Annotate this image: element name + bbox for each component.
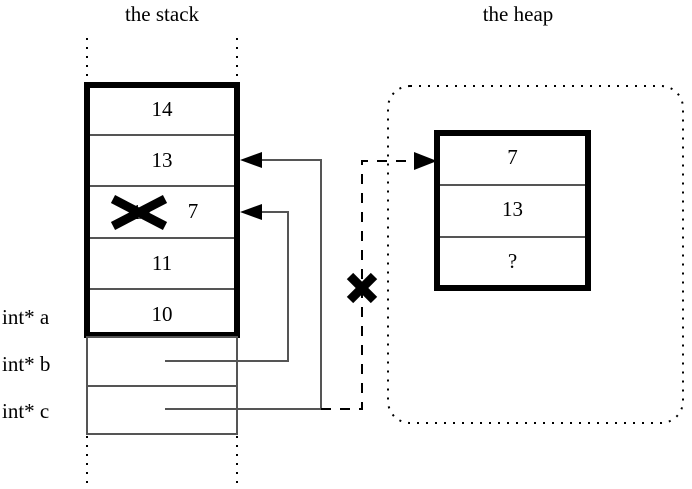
stack-cell-value-2-old: 12 [131,200,153,224]
pointer-c-arrowhead [240,152,262,168]
heap-boundary [387,85,684,424]
dangling-pointer-arrowhead [414,152,437,170]
pointer-c-arrow [165,159,322,410]
stack-cell-value-1: 13 [151,148,173,172]
stack-variable-label-b: int* b [2,352,51,376]
dangling-pointer-dashed [321,160,424,410]
stack-variable-label-a: int* a [2,305,50,329]
heap-cell-dividers [440,184,585,238]
stack-cell-dividers [90,134,234,290]
pointer-b-arrow [165,211,289,362]
stack-pointer-cells [86,336,238,435]
stack-heading: the stack [124,2,200,26]
stack-guides-bottom [86,436,238,489]
stack-variable-label-c: int* c [2,399,50,423]
stack-cell-value-4: 10 [151,302,173,326]
heap-cell-value-2: ? [507,249,518,273]
pointer-b-arrowhead [240,204,262,220]
stack-cell-value-0: 14 [151,97,173,121]
cross-out-pointer-icon [346,272,378,304]
stack-cell-value-3: 11 [151,251,173,275]
heap-cell-value-0: 7 [507,145,518,169]
stack-guides-top [86,38,238,84]
stack-frame-box [84,82,240,338]
heap-block-box [434,130,591,291]
heap-cell-value-1: 13 [502,197,523,221]
heap-heading: the heap [482,2,554,26]
stack-cell-value-2-new: 7 [187,199,199,223]
cross-out-value-icon [110,195,168,230]
